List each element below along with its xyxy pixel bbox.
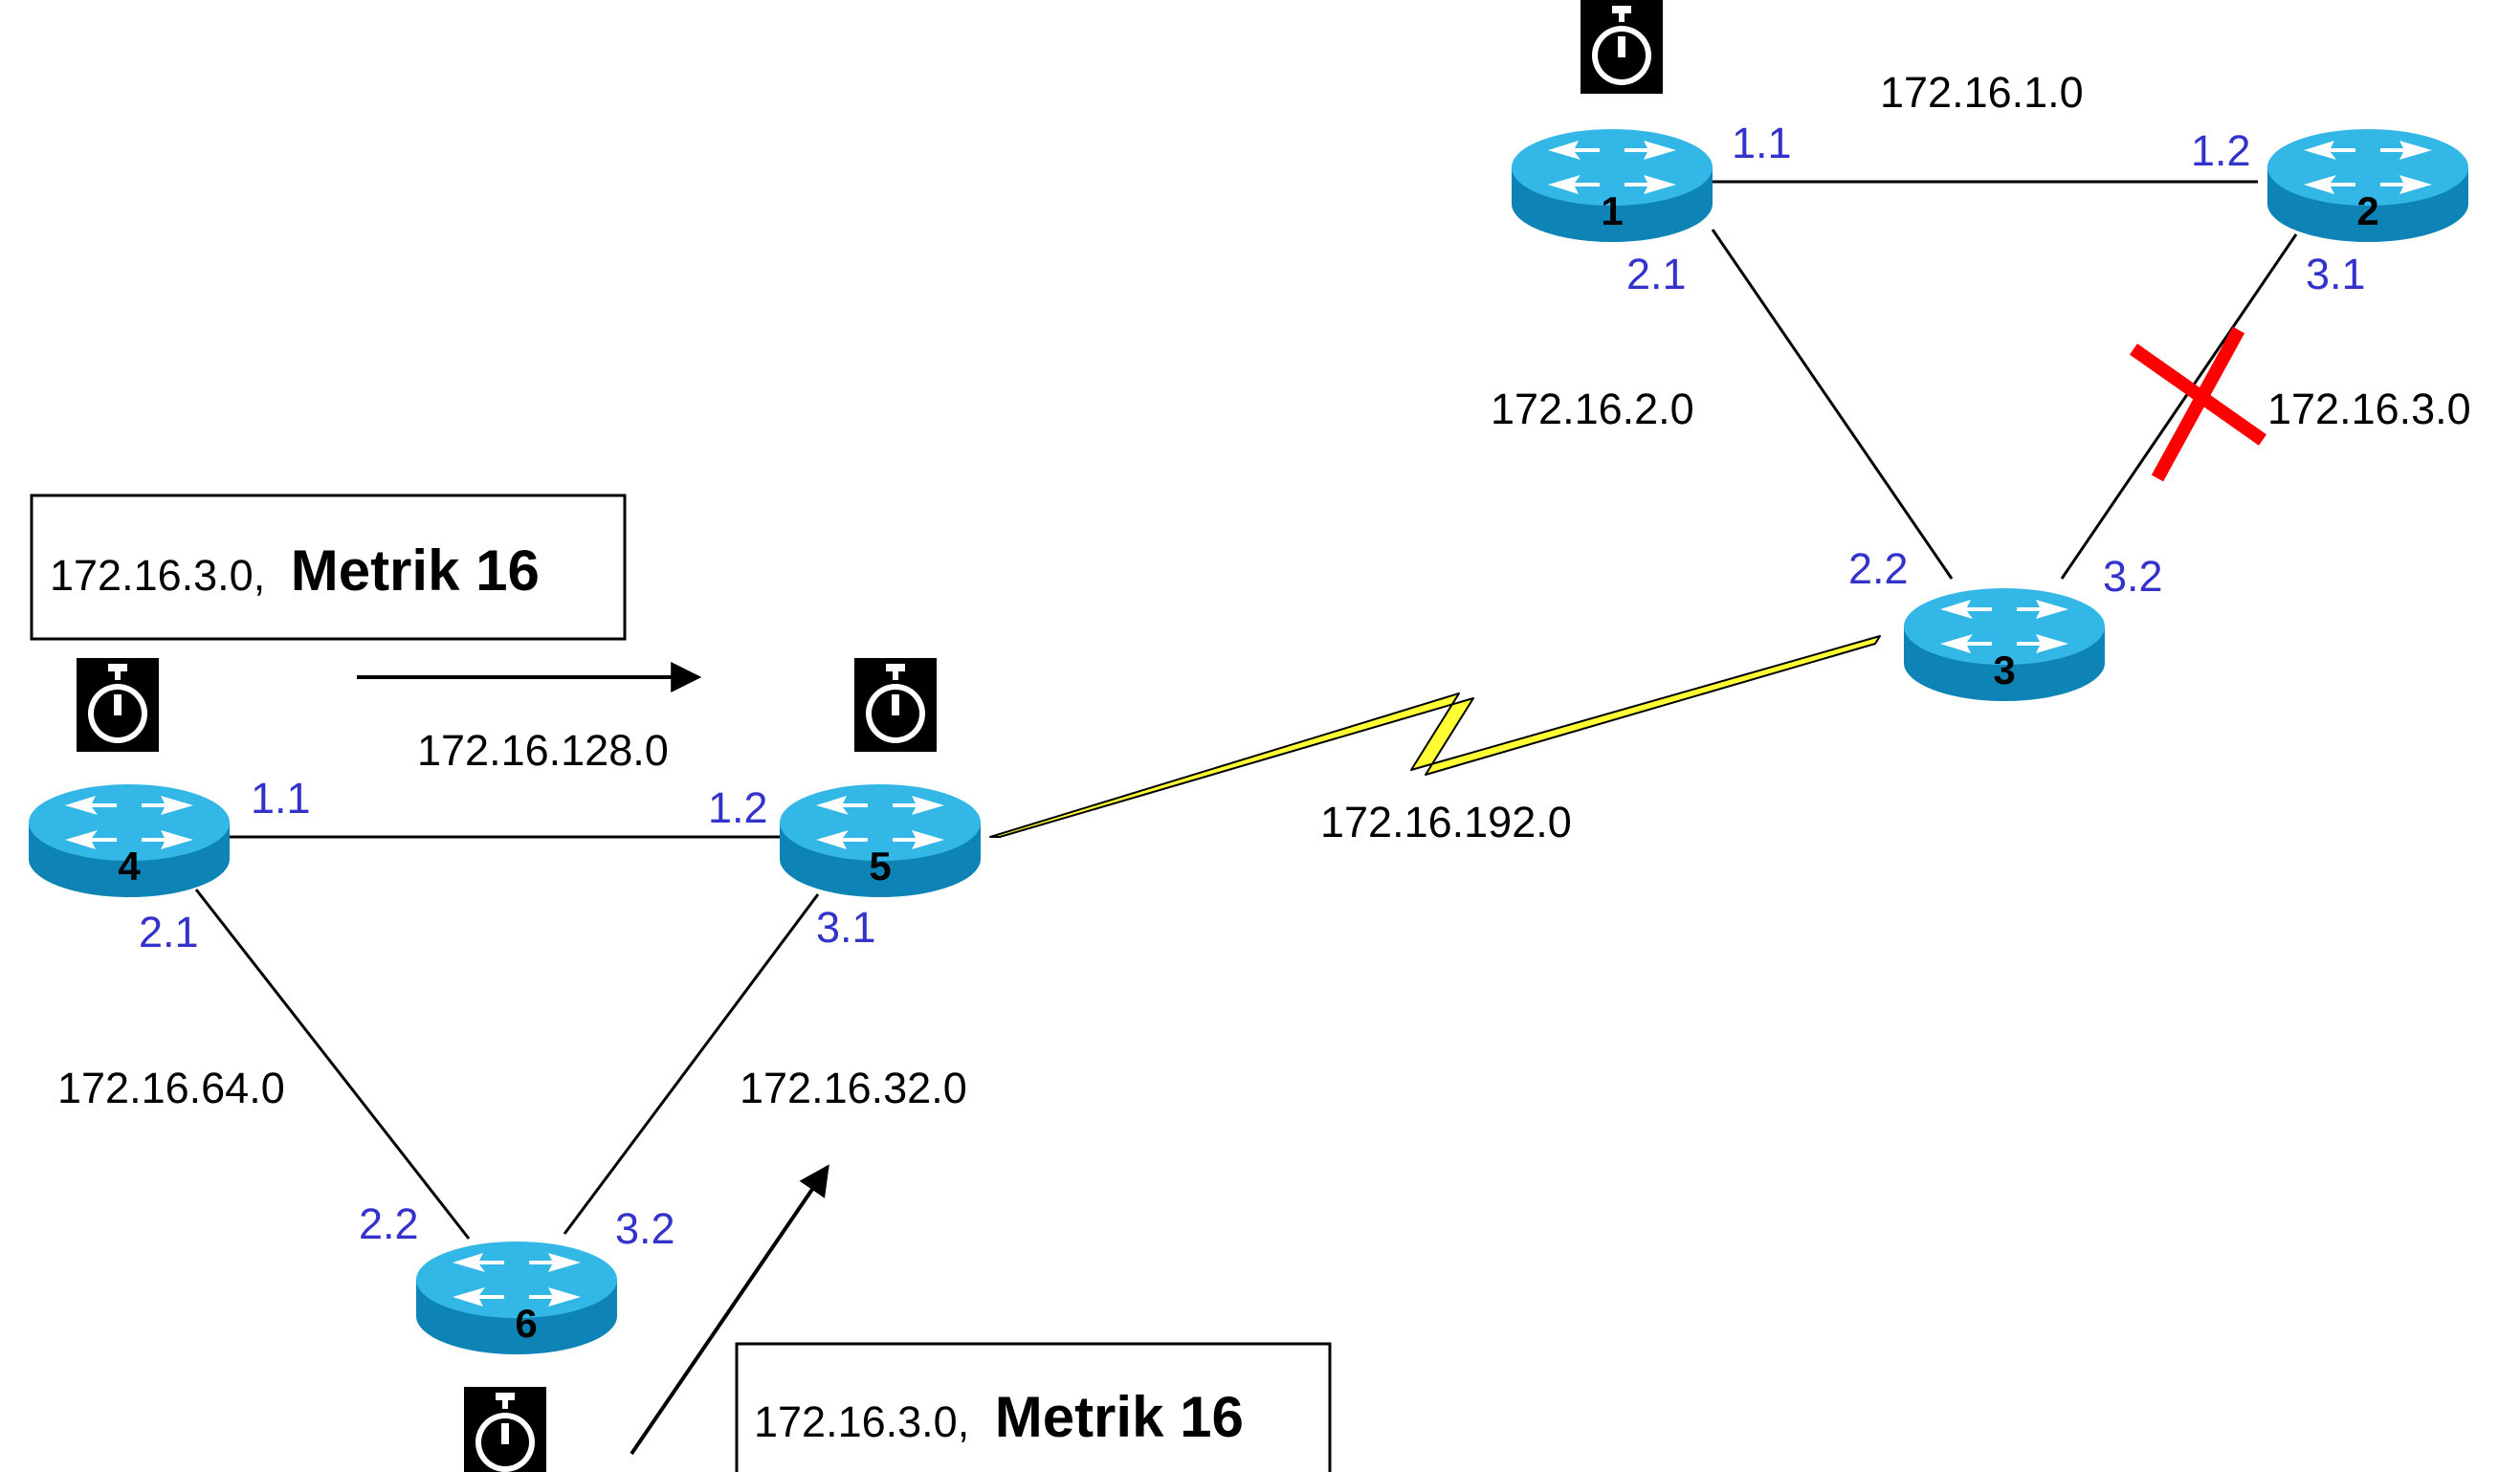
svg-text:172.16.3.0, Metrik 16: 172.16.3.0, Metrik 16 <box>754 1385 1244 1449</box>
router-2-label: 2 <box>2356 188 2378 233</box>
router-3-label: 3 <box>1993 648 2015 692</box>
router-6-label: 6 <box>515 1301 537 1346</box>
stopwatch-icon <box>854 658 937 752</box>
interface-label: 1.2 <box>708 783 768 832</box>
interface-label: 3.1 <box>2306 250 2366 298</box>
router-5[interactable]: 5 <box>780 784 981 897</box>
network-label: 172.16.192.0 <box>1320 798 1572 846</box>
route-update-callout: 172.16.3.0, Metrik 16 <box>735 1342 1332 1472</box>
network-label: 172.16.64.0 <box>57 1064 285 1112</box>
interface-label: 2.1 <box>139 908 199 956</box>
network-label: 172.16.128.0 <box>417 726 669 775</box>
stopwatch-icon <box>1581 0 1663 94</box>
router-4-label: 4 <box>118 844 141 889</box>
update-arrow <box>630 1164 829 1456</box>
callout-metric: Metrik 16 <box>995 1385 1244 1449</box>
link-r4-r6 <box>194 889 471 1240</box>
interface-label: 2.2 <box>359 1199 419 1248</box>
interface-label: 3.1 <box>816 903 876 952</box>
router-5-label: 5 <box>869 844 891 889</box>
stopwatch-icon <box>77 658 159 752</box>
interface-label: 3.2 <box>615 1204 675 1253</box>
router-2[interactable]: 2 <box>2267 129 2468 242</box>
red-x-icon <box>2129 326 2267 482</box>
network-label: 172.16.32.0 <box>740 1064 967 1112</box>
link-r2-r3 <box>2060 233 2298 580</box>
svg-text:172.16.3.0, Metrik 16: 172.16.3.0, Metrik 16 <box>50 538 540 603</box>
link-r5-r6 <box>563 893 820 1235</box>
network-label: 172.16.2.0 <box>1491 384 1694 433</box>
stopwatch-icon <box>464 1387 546 1472</box>
router-6[interactable]: 6 <box>416 1241 617 1354</box>
network-label: 172.16.3.0 <box>2267 384 2471 433</box>
route-update-callout: 172.16.3.0, Metrik 16 <box>30 494 627 641</box>
wan-link-lightning <box>989 635 1881 838</box>
callout-metric: Metrik 16 <box>291 538 540 603</box>
router-4[interactable]: 4 <box>29 784 230 897</box>
callout-network: 172.16.3.0, <box>50 551 265 600</box>
interface-label: 1.1 <box>1732 119 1792 167</box>
router-1-label: 1 <box>1601 188 1623 233</box>
link-r1-r3 <box>1711 229 1954 580</box>
interface-label: 1.1 <box>251 774 311 823</box>
network-label: 172.16.1.0 <box>1880 68 2084 117</box>
interface-label: 1.2 <box>2191 126 2251 175</box>
router-3[interactable]: 3 <box>1904 588 2105 701</box>
interface-label: 2.1 <box>1626 250 1687 298</box>
callout-network: 172.16.3.0, <box>754 1397 969 1446</box>
router-1[interactable]: 1 <box>1512 129 1713 242</box>
interface-label: 3.2 <box>2103 552 2163 601</box>
interface-label: 2.2 <box>1848 544 1909 593</box>
